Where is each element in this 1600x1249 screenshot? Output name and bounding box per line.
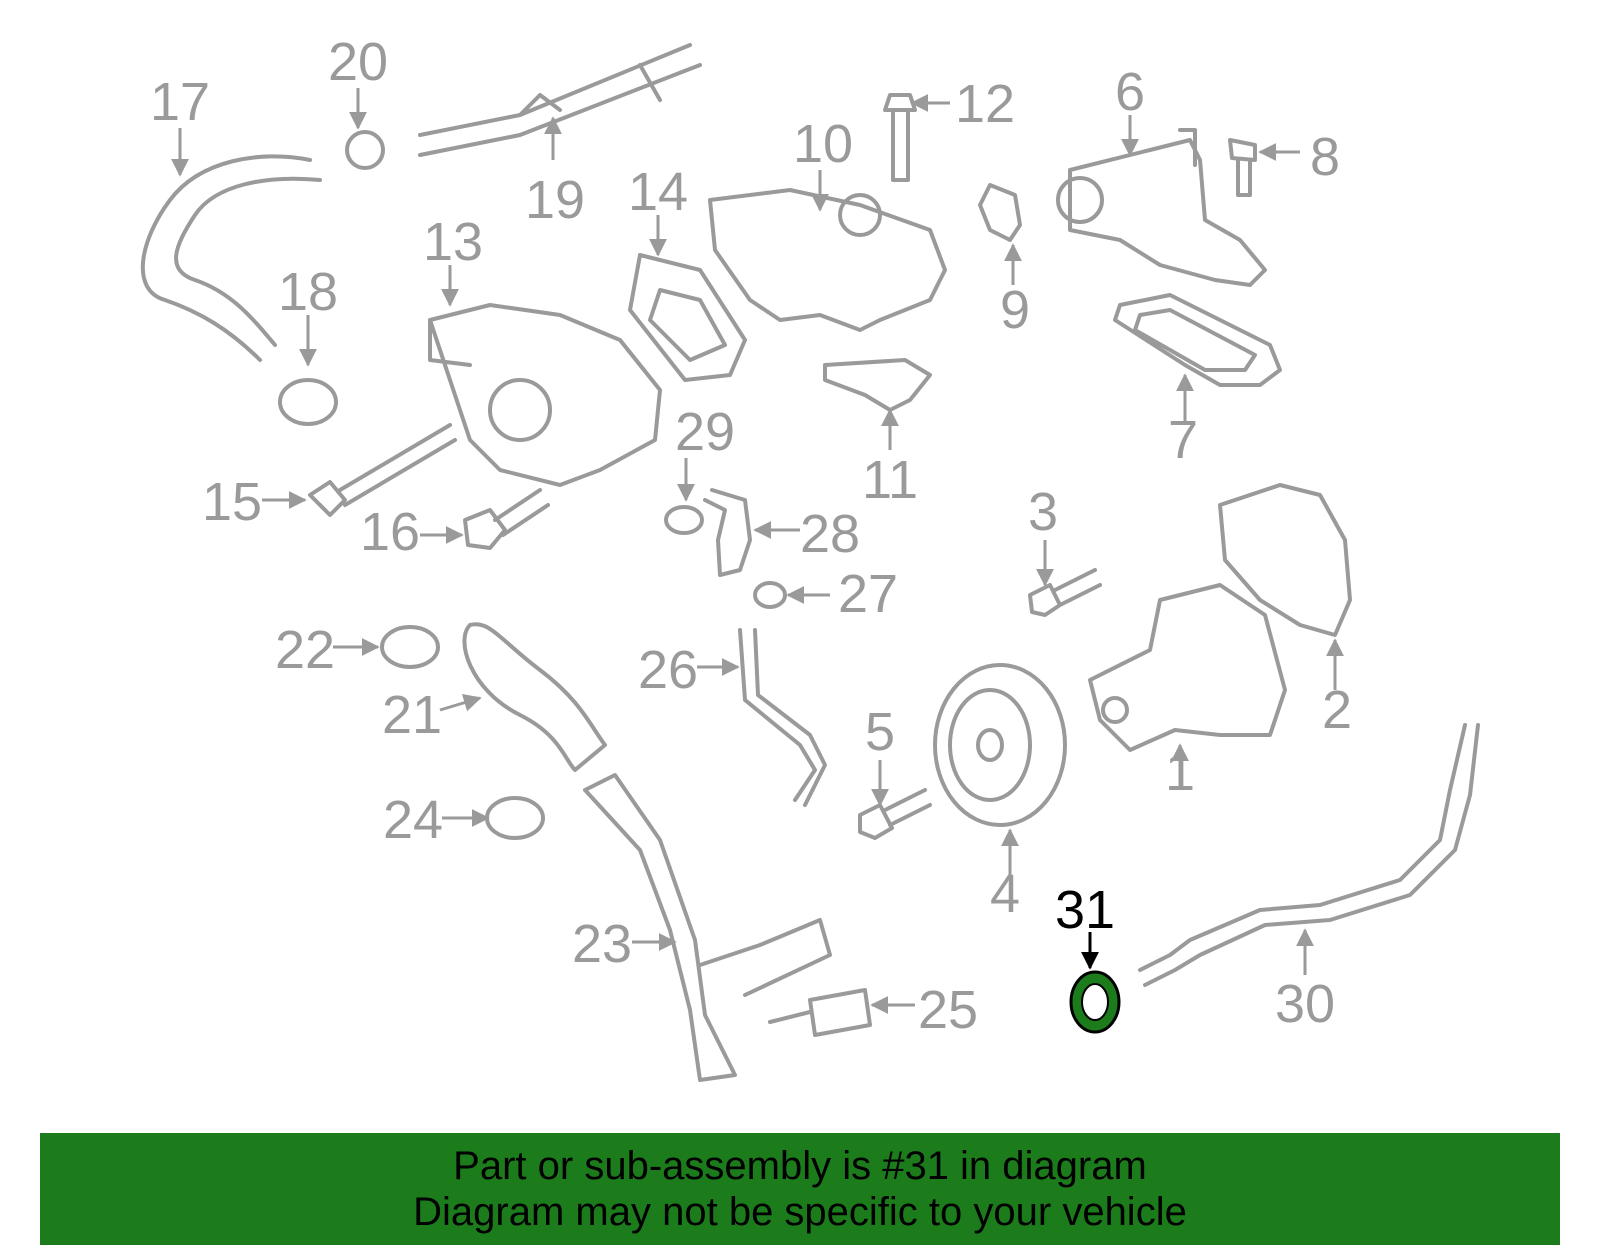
banner-line-2: Diagram may not be specific to your vehi… [413, 1190, 1187, 1234]
callout-22: 22 [275, 620, 335, 680]
part-10-outlet [708, 188, 947, 332]
part-2-gasket [1218, 483, 1352, 637]
part-14-gasket [628, 253, 747, 382]
callout-15: 15 [202, 472, 262, 532]
callout-21: 21 [382, 685, 442, 745]
callout-9: 9 [1000, 280, 1030, 340]
callout-4: 4 [990, 864, 1020, 924]
part-16-bolt [463, 488, 550, 550]
callout-17: 17 [150, 72, 210, 132]
callout-6: 6 [1115, 62, 1145, 122]
part-21-hose [462, 622, 607, 772]
callout-arrows [171, 88, 1344, 1014]
part-4-pulley-inner [948, 688, 1032, 802]
callout-26: 26 [638, 640, 698, 700]
callout-12: 12 [955, 74, 1015, 134]
callout-24: 24 [383, 790, 443, 850]
part-26-hose [738, 628, 827, 807]
part-27-clamp [753, 581, 787, 609]
callout-28: 28 [800, 504, 860, 564]
callout-2: 2 [1322, 680, 1352, 740]
part-31-seal-hole [1081, 983, 1109, 1021]
callout-3: 3 [1028, 482, 1058, 542]
parts-diagram: 1 2 3 4 5 6 7 8 9 10 11 12 13 14 15 16 1… [140, 32, 1480, 1082]
part-30-pipe [1138, 723, 1480, 987]
callout-5: 5 [865, 702, 895, 762]
part-29-clamp [664, 505, 704, 535]
callout-13: 13 [423, 212, 483, 272]
callout-30: 30 [1275, 974, 1335, 1034]
part-25-sensor [768, 988, 872, 1037]
part-5-bolt [858, 788, 932, 840]
callout-29: 29 [675, 402, 735, 462]
part-4-pulley [933, 663, 1067, 827]
info-banner: Part or sub-assembly is #31 in diagram D… [40, 1133, 1560, 1245]
part-9-gasket [978, 183, 1022, 242]
callout-19: 19 [525, 170, 585, 230]
part-4-pulley-hub [976, 728, 1004, 762]
part-3-bolt [1028, 568, 1102, 617]
part-1-pump [1088, 583, 1287, 752]
callout-23: 23 [572, 914, 632, 974]
part-24-clamp [485, 796, 545, 840]
callout-11: 11 [862, 450, 918, 510]
callout-10: 10 [793, 114, 853, 174]
part-19-pipe [418, 43, 702, 157]
part-23-pipe [583, 773, 832, 1082]
callout-27: 27 [838, 564, 898, 624]
part-11-gasket [823, 358, 932, 412]
part-15-bolt [308, 423, 457, 517]
part-6-housing [1056, 128, 1267, 287]
callout-31: 31 [1055, 880, 1115, 940]
callout-20: 20 [328, 32, 388, 92]
callout-7: 7 [1168, 410, 1198, 470]
part-20-clamp [345, 130, 385, 170]
callout-25: 25 [918, 980, 978, 1040]
banner-line-1: Part or sub-assembly is #31 in diagram [453, 1144, 1147, 1188]
callout-18: 18 [278, 262, 338, 322]
part-22-clamp [380, 625, 440, 669]
part-18-clamp [278, 378, 338, 426]
callout-1: 1 [1165, 742, 1195, 802]
part-8-bolt [1228, 138, 1257, 197]
callout-8: 8 [1310, 127, 1340, 187]
part-7-gasket [1113, 293, 1282, 387]
part-13-housing [428, 303, 662, 487]
callout-16: 16 [360, 502, 420, 562]
part-17-hose [140, 154, 322, 362]
callout-14: 14 [628, 162, 688, 222]
part-28-hose [703, 488, 752, 577]
part-12-bolt [883, 93, 917, 182]
